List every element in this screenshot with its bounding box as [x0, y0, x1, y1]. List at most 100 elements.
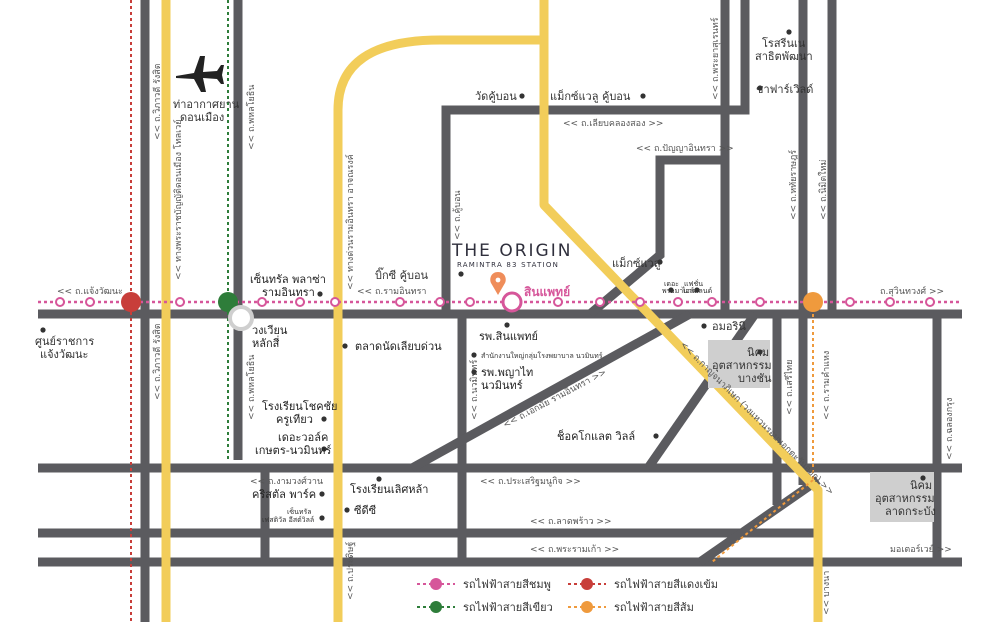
airplane-icon — [176, 56, 224, 92]
place-dot — [668, 287, 674, 293]
place-label-school-chokchai-2: ครูเทียว — [276, 413, 313, 426]
road-ekkamai-ramintra — [409, 310, 693, 472]
place-dot — [40, 327, 46, 333]
road-label-kaset-nawamin: << ทางด่วนรามอินทรา อาจณรงค์ — [344, 154, 356, 290]
legend-item-orange: รถไฟฟ้าสายสีส้ม — [568, 601, 694, 614]
location-pin-icon — [490, 272, 506, 295]
road-liap-khlong-song — [441, 0, 750, 314]
expressway-ramintra-at-narong — [333, 0, 549, 622]
pink-station — [553, 297, 563, 307]
place-dot — [471, 369, 477, 375]
place-dot — [519, 93, 525, 99]
road-panyaintra — [587, 110, 730, 318]
road-label-chalong-krung: << ถ.ฉลองกรุง — [945, 398, 955, 460]
road-label-ramintra: << ถ.รามอินทรา — [357, 286, 426, 297]
pink-station — [55, 297, 65, 307]
road-label-lat-phrao: << ถ.ลาดพร้าว >> — [530, 516, 611, 527]
road-label-seri-thai: << ถ.เสรีไทย — [784, 360, 795, 415]
place-dot — [920, 475, 926, 481]
industrial-latkrabang-label-3: ลาดกระบัง — [885, 505, 936, 518]
place-label-cdc: ซีดีซี — [354, 504, 377, 517]
place-label-school-chokchai-1: โรงเรียนโชคชัย — [262, 399, 337, 413]
place-label-hosp-nawamin-1: รพ.พญาไท — [481, 366, 533, 379]
place-dot — [757, 85, 763, 91]
legend-label-pink: รถไฟฟ้าสายสีชมพู — [463, 578, 551, 591]
pink-station — [673, 297, 683, 307]
place-label-fashion-island-2: ไอส์แลนด์ — [681, 286, 712, 295]
road-label-vibhavadi: << ถ.วิภาวดี รังสิต — [152, 63, 163, 140]
legend: รถไฟฟ้าสายสีชมพู รถไฟฟ้าสายสีแดงเข้ม รถไ… — [417, 578, 718, 614]
legend-label-red: รถไฟฟ้าสายสีแดงเข้ม — [614, 578, 718, 591]
industrial-bangchan-label-2: อุตสาหกรรม — [712, 359, 772, 372]
place-label-promenade-1: เดอะ — [664, 280, 679, 288]
road-label-bangna: << บางนา — [822, 571, 832, 615]
road-motorway-link — [697, 476, 821, 566]
red-line-interchange-station — [121, 292, 141, 312]
road-label-motorway: มอเตอร์เวย์ >> — [890, 543, 952, 555]
pink-station — [295, 297, 305, 307]
project-logo: THE ORIGIN RAMINTRA 83 STATION — [451, 241, 572, 269]
pink-station — [85, 297, 95, 307]
sinphaet-station-ring — [501, 291, 523, 313]
expressway-kanchanaphisek — [539, 0, 823, 622]
pink-station — [707, 297, 717, 307]
place-label-central-plaza-2: รามอินทรา — [262, 286, 315, 299]
place-label-bigc-khubon: บิ๊กซี คู้บอน — [375, 267, 429, 282]
place-label-makro-khubon: แม็กซ์แวลู คู้บอน — [550, 89, 631, 103]
industrial-latkrabang-label-2: อุตสาหกรรม — [875, 492, 935, 505]
project-subtitle: RAMINTRA 83 STATION — [457, 261, 559, 269]
legend-swatch-orange — [581, 601, 593, 613]
place-dot — [319, 515, 325, 521]
industrial-area-bangchan — [708, 340, 770, 388]
legend-item-green: รถไฟฟ้าสายสีเขียว — [417, 601, 553, 614]
place-label-talat-nat: ตลาดนัดเลียบด่วน — [355, 340, 442, 353]
legend-swatch-pink — [430, 578, 442, 590]
place-dot — [344, 507, 350, 513]
pink-station — [330, 297, 340, 307]
road-label-ngamwongwan: << ถ.งามวงศ์วาน — [250, 475, 323, 487]
place-label-chapra-villa: ชาฟาร์เวิลด์ — [756, 83, 813, 96]
road-label-liap-khlong-song: << ถ.เลียบคลองสอง >> — [563, 118, 663, 129]
green-line-interchange-station — [218, 292, 238, 312]
place-dot — [458, 271, 464, 277]
circle-laksi-marker — [228, 305, 254, 331]
place-dot — [786, 29, 792, 35]
legend-item-pink: รถไฟฟ้าสายสีชมพู — [417, 578, 551, 591]
road-label-khu-bon: << ถ.คู้บอน — [452, 190, 463, 240]
place-labels: ท่าอากาศยาน ดอนเมือง ศูนย์ราชการ แจ้งวัฒ… — [35, 36, 936, 524]
place-label-govt-center-1: ศูนย์ราชการ — [35, 335, 94, 348]
place-label-sinphaet-hospital: รพ.สินแพทย์ — [479, 330, 538, 343]
place-dot — [657, 259, 663, 265]
place-label-roysarin-2: สาธิตพัฒนา — [755, 50, 813, 63]
place-dot — [504, 322, 510, 328]
place-dot — [701, 323, 707, 329]
place-label-school-setthabut: โรงเรียนเลิศหล้า — [350, 482, 428, 496]
road-label-nimit-mai: << ถ.นิมิตใหม่ — [818, 159, 829, 220]
place-label-wat-khubon: วัดคู้บอน — [475, 90, 517, 103]
vertical-road-labels: << ถ.วิภาวดี รังสิต << ถ.วิภาวดี รังสิต … — [152, 17, 955, 615]
road-label-phraya-suren: << ถ.พระยาสุเรนทร์ — [709, 17, 721, 100]
road-label-hathairat: << ถ.หทัยราษฎร์ — [787, 150, 799, 220]
pink-station — [885, 297, 895, 307]
pink-station — [925, 297, 935, 307]
place-label-circle-laksi-2: หลักสี่ — [252, 335, 280, 350]
legend-label-orange: รถไฟฟ้าสายสีส้ม — [614, 601, 694, 614]
pink-station — [635, 297, 645, 307]
pink-station — [257, 297, 267, 307]
place-label-fashion-island-1: แฟชั่น — [684, 279, 703, 288]
industrial-bangchan-label-1: นิคม — [747, 346, 769, 359]
legend-swatch-red — [581, 578, 593, 590]
pink-station — [175, 297, 185, 307]
orange-line-interchange-station — [803, 292, 823, 312]
place-dot — [640, 93, 646, 99]
project-title: THE ORIGIN — [451, 241, 572, 261]
pink-station — [395, 297, 405, 307]
road-label-vibhavadi-lower: << ถ.วิภาวดี รังสิต — [152, 323, 163, 400]
pink-station — [845, 297, 855, 307]
place-label-govt-center-2: แจ้งวัฒนะ — [40, 348, 88, 361]
legend-label-green: รถไฟฟ้าสายสีเขียว — [463, 601, 553, 614]
pink-station — [755, 297, 765, 307]
place-label-chocolate-ville: ช็อคโกแลต วิลล์ — [557, 429, 635, 443]
